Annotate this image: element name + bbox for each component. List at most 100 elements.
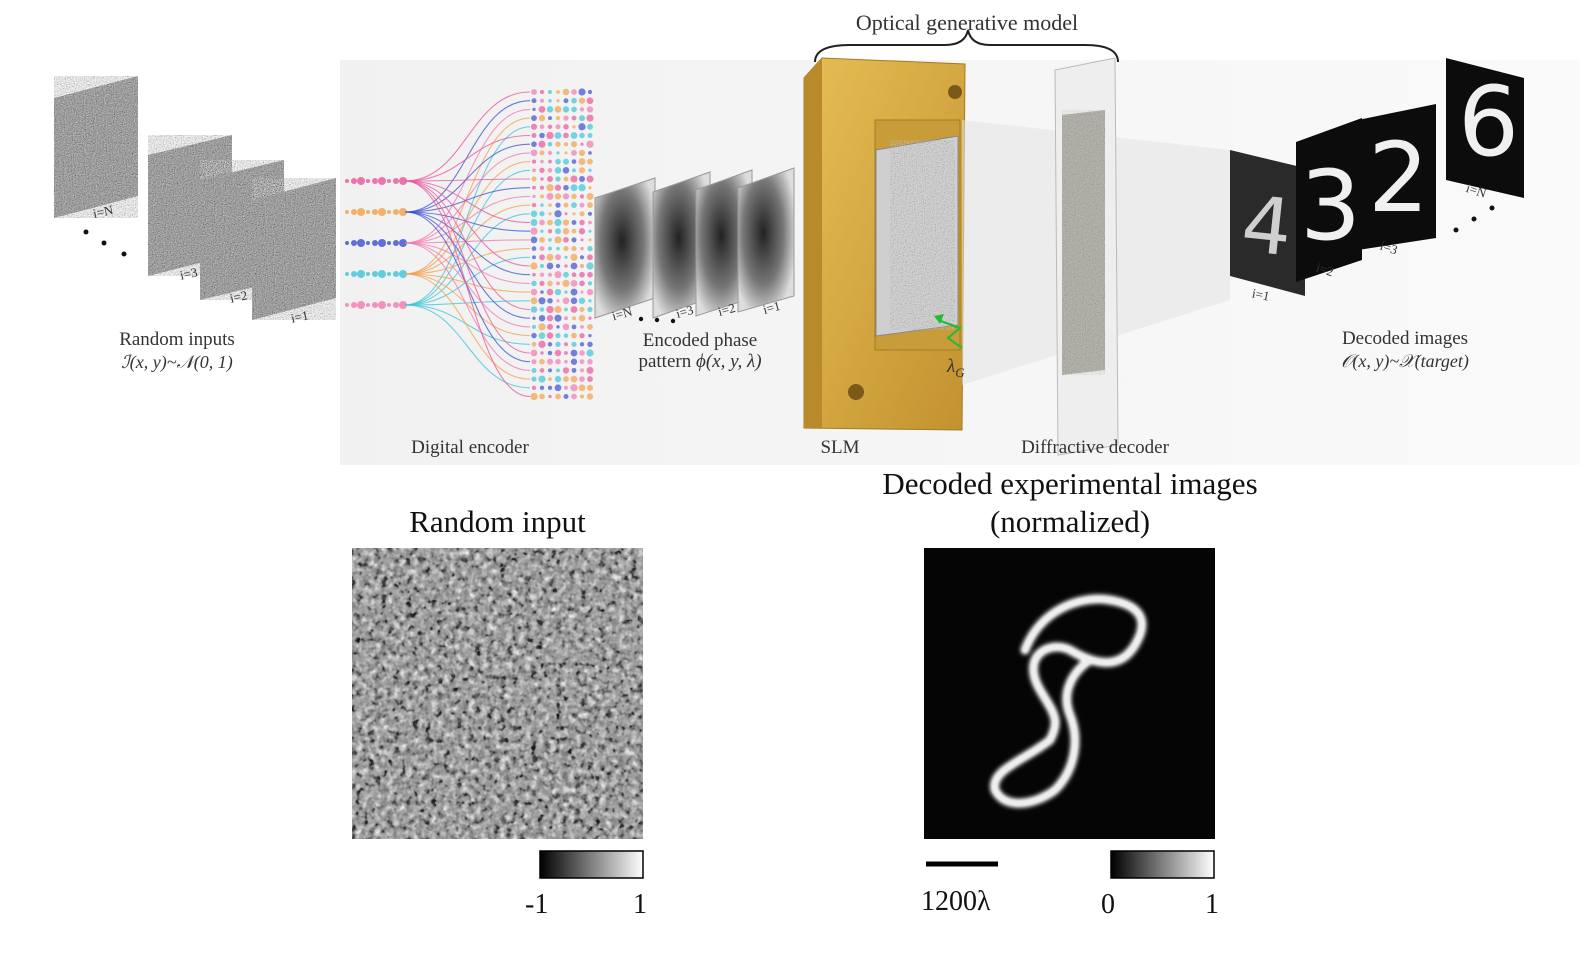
encoder-output-node bbox=[531, 115, 537, 122]
encoder-output-node bbox=[530, 262, 538, 270]
encoder-output-node bbox=[532, 185, 536, 190]
encoder-output-node bbox=[578, 115, 586, 122]
encoder-input-node bbox=[393, 209, 399, 215]
encoder-output-node bbox=[579, 219, 585, 226]
encoder-input-node bbox=[387, 179, 391, 183]
encoder-output-node bbox=[587, 133, 593, 138]
encoder-input-node bbox=[399, 239, 407, 247]
encoder-output-node bbox=[579, 376, 585, 382]
encoder-output-node bbox=[564, 255, 568, 259]
encoder-output-node bbox=[539, 211, 545, 217]
encoder-connection bbox=[404, 180, 531, 398]
encoder-connection bbox=[404, 242, 531, 371]
optical-generative-model-title: Optical generative model bbox=[855, 10, 1079, 35]
diffractive-decoder-label: Diffractive decoder bbox=[1021, 437, 1169, 458]
encoder-output-node bbox=[546, 192, 554, 200]
encoder-output-node bbox=[587, 341, 593, 348]
scale-bar-label: 1200λ bbox=[921, 886, 991, 917]
colorbar-random-min: -1 bbox=[525, 889, 549, 920]
encoder-output-node bbox=[571, 115, 577, 121]
encoder-output-node bbox=[539, 385, 545, 391]
encoder-output-node bbox=[586, 175, 594, 183]
encoder-output-node bbox=[538, 340, 546, 348]
encoder-output-node bbox=[579, 350, 585, 356]
encoder-input-node bbox=[393, 302, 399, 308]
encoder-output-node bbox=[538, 375, 546, 383]
random-input-stack bbox=[54, 76, 336, 320]
encoder-output-node bbox=[571, 324, 577, 330]
phase-pattern-stack bbox=[594, 167, 795, 324]
encoder-output-node bbox=[578, 97, 586, 104]
encoder-output-node bbox=[572, 168, 576, 173]
encoder-output-node bbox=[548, 159, 552, 164]
encoder-input-node bbox=[351, 178, 357, 184]
encoder-output-node bbox=[538, 297, 546, 305]
encoder-output-node bbox=[532, 316, 536, 320]
encoder-output-node bbox=[532, 324, 536, 329]
encoder-output-node bbox=[564, 359, 568, 364]
encoder-output-node bbox=[540, 290, 544, 294]
encoder-output-node bbox=[588, 333, 592, 338]
encoder-output-node bbox=[578, 88, 586, 96]
encoder-input-node bbox=[372, 178, 378, 184]
encoder-output-node bbox=[587, 306, 593, 313]
encoder-connection bbox=[404, 213, 531, 306]
encoder-output-node bbox=[554, 305, 562, 314]
encoder-output-node bbox=[547, 350, 553, 356]
encoder-output-node bbox=[563, 124, 569, 130]
encoder-input-node bbox=[378, 301, 386, 309]
encoder-output-node bbox=[586, 288, 594, 296]
encoder-output-node bbox=[539, 307, 545, 312]
random-inputs-formula: ℐ(x, y)~𝒩(0, 1) bbox=[121, 352, 233, 372]
encoder-output-node bbox=[555, 263, 561, 269]
encoder-output-node bbox=[554, 375, 562, 383]
encoder-connection bbox=[404, 211, 531, 319]
encoder-input-node bbox=[378, 208, 386, 216]
encoder-output-node bbox=[555, 228, 561, 235]
encoder-output-node bbox=[547, 298, 553, 304]
encoder-input-node bbox=[357, 239, 365, 247]
encoder-output-node bbox=[538, 314, 546, 322]
colorbar-random-input bbox=[539, 850, 644, 879]
encoder-output-node bbox=[531, 141, 537, 148]
encoder-output-node bbox=[548, 368, 552, 373]
encoder-output-node bbox=[579, 394, 585, 399]
encoder-output-node bbox=[562, 88, 570, 96]
encoder-output-node bbox=[546, 332, 554, 339]
encoder-connection bbox=[404, 143, 531, 213]
encoder-output-node bbox=[539, 272, 545, 277]
encoded-phase-label: Encoded phase bbox=[642, 330, 758, 351]
slm-label: SLM bbox=[820, 437, 860, 458]
encoder-output-node bbox=[571, 150, 577, 156]
encoder-output-node bbox=[562, 219, 570, 226]
encoder-connection bbox=[404, 100, 531, 213]
wavelength-subscript: G bbox=[955, 364, 965, 380]
encoder-output-node bbox=[564, 342, 568, 347]
encoder-output-node bbox=[540, 194, 544, 199]
encoder-output-node bbox=[570, 358, 578, 365]
encoder-input-node bbox=[387, 241, 391, 245]
encoder-output-node bbox=[554, 184, 562, 191]
digital-encoder-network bbox=[345, 88, 594, 401]
encoder-input-node bbox=[366, 210, 370, 214]
encoder-output-node bbox=[579, 202, 585, 208]
encoder-output-node bbox=[570, 175, 578, 183]
encoder-output-node bbox=[540, 229, 544, 233]
encoder-connection bbox=[404, 204, 531, 275]
encoder-input-node bbox=[357, 177, 365, 185]
encoder-input-node bbox=[351, 240, 357, 246]
encoder-input-node bbox=[351, 302, 357, 308]
encoder-output-node bbox=[556, 368, 560, 373]
encoder-output-node bbox=[548, 212, 552, 216]
encoder-input-node bbox=[378, 239, 386, 247]
output-plane-n bbox=[1446, 58, 1524, 198]
encoder-output-node bbox=[570, 184, 578, 192]
encoder-output-node bbox=[564, 351, 568, 355]
encoder-output-node bbox=[571, 159, 577, 164]
encoder-output-node bbox=[531, 376, 537, 382]
encoder-output-node bbox=[547, 89, 553, 95]
encoder-output-node bbox=[556, 116, 560, 121]
encoder-output-node bbox=[547, 272, 553, 277]
encoder-connection bbox=[404, 242, 531, 284]
encoder-output-node bbox=[587, 123, 593, 130]
